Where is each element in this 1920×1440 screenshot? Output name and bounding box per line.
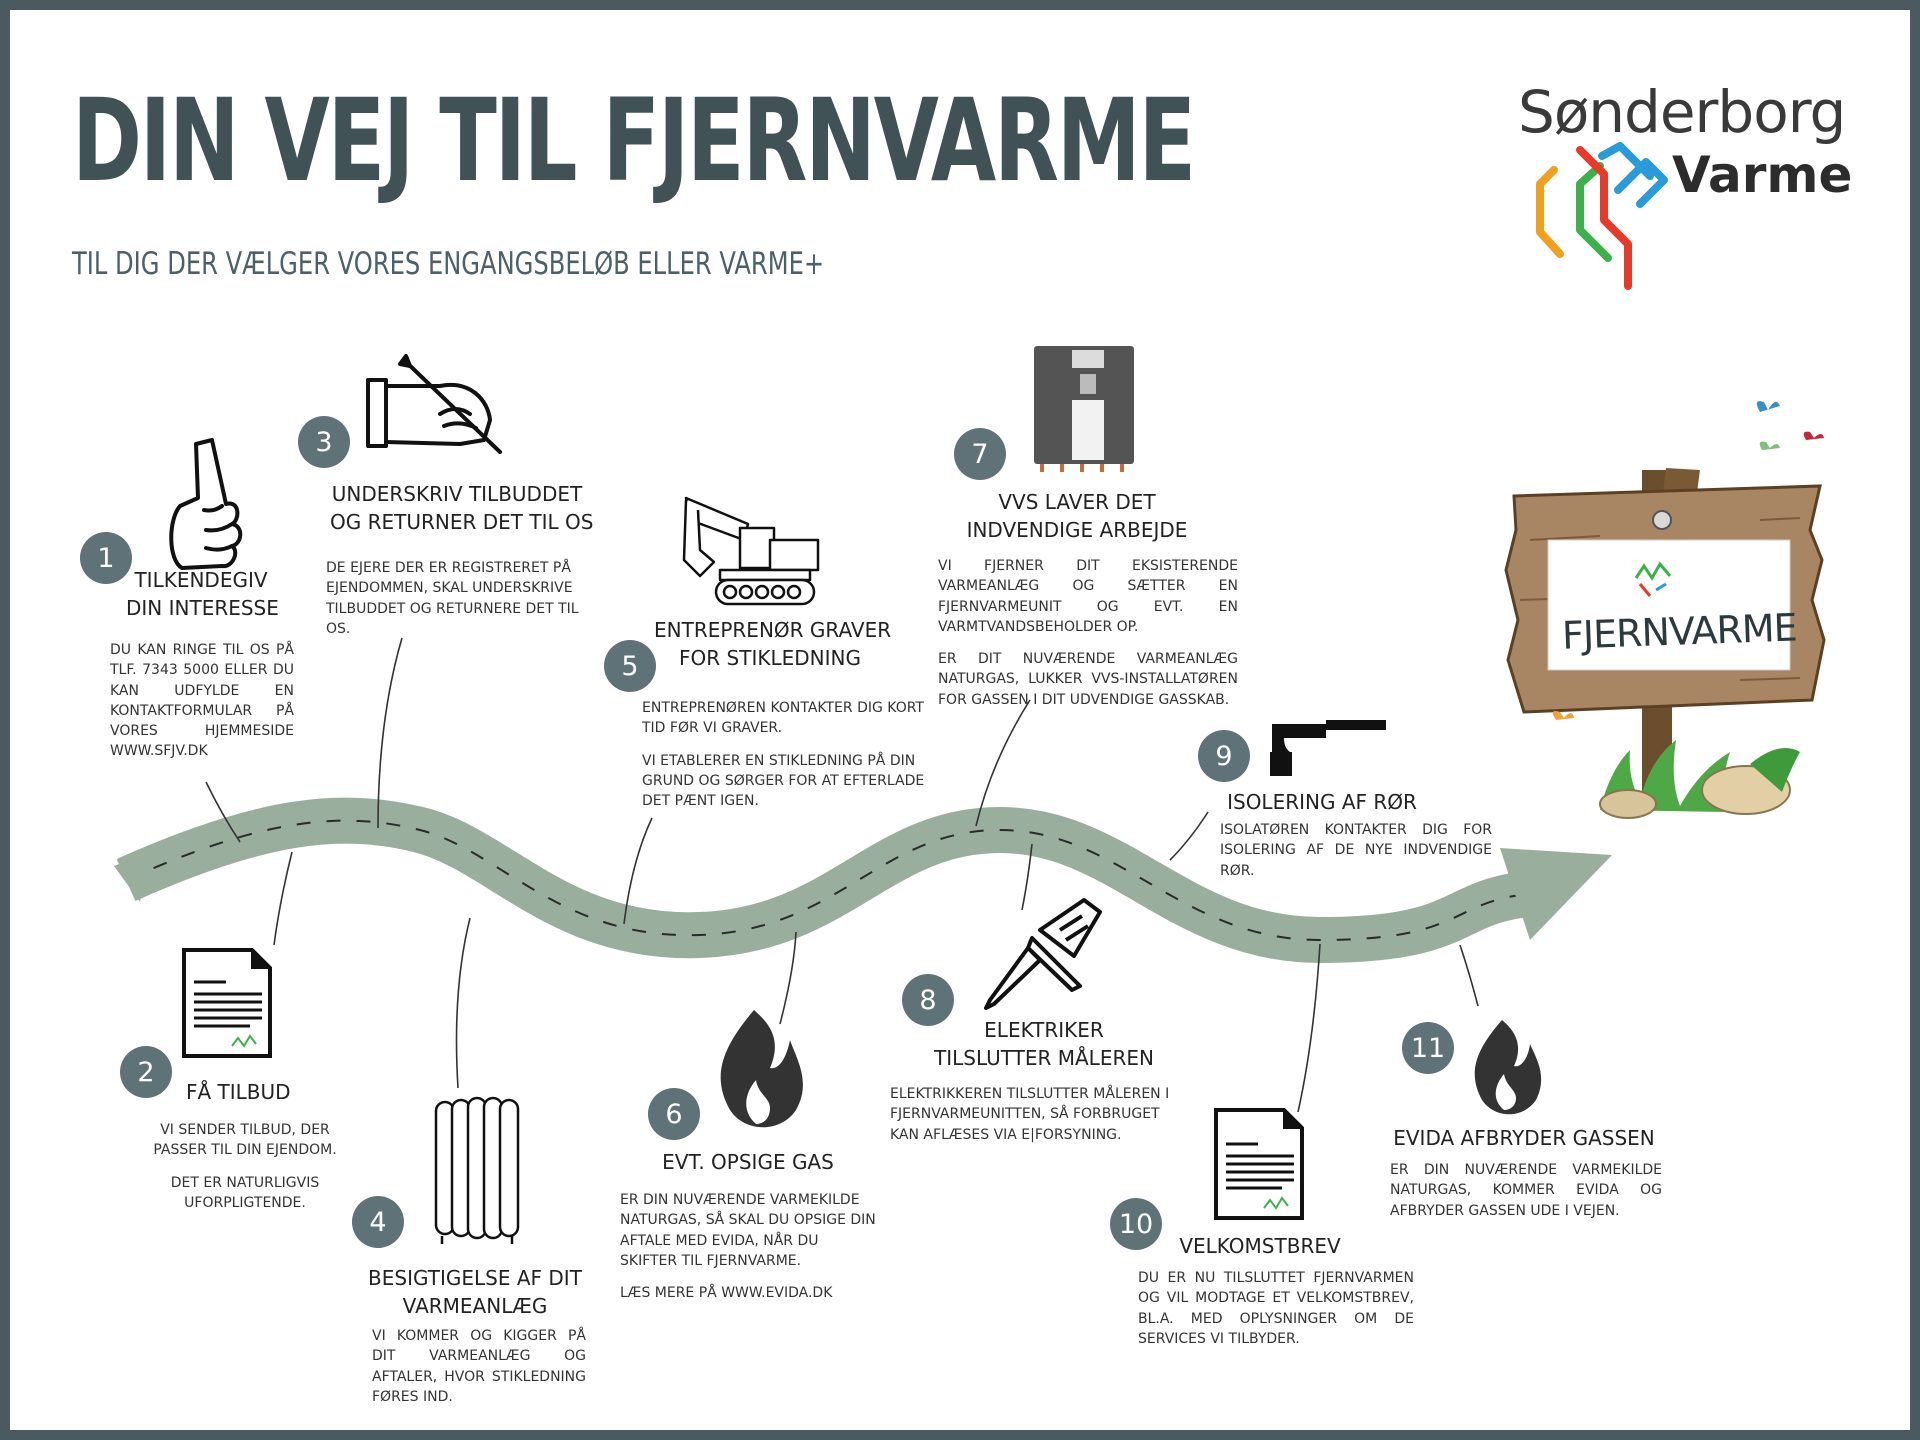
heat-unit-icon — [1034, 346, 1134, 472]
radiator-icon — [434, 1096, 520, 1244]
step-paragraph: LÆS MERE PÅ WWW.EVIDA.DK — [620, 1285, 833, 1302]
step-number-9: 9 — [1198, 730, 1250, 782]
page-subtitle: TIL DIG DER VÆLGER VORES ENGANGSBELØB EL… — [72, 246, 825, 282]
document-icon — [182, 948, 272, 1058]
connector-lines — [205, 637, 1479, 1113]
step-heading-line: FÅ TILBUD — [186, 1080, 291, 1104]
step-number-2: 2 — [120, 1046, 172, 1098]
step-number-10: 10 — [1110, 1198, 1162, 1250]
excavator-icon — [682, 496, 820, 606]
step-heading-line: VVS LAVER DET — [998, 490, 1156, 514]
step-description-11: ER DIN NUVÆRENDE VARMEKILDE NATURGAS, KO… — [1390, 1160, 1662, 1233]
step-heading-6: EVT. OPSIGE GAS — [660, 1148, 836, 1176]
step-description-10: DU ER NU TILSLUTTET FJERNVARMEN OG VIL M… — [1138, 1268, 1414, 1361]
flame-icon — [1474, 1020, 1542, 1115]
step-paragraph: ELEKTRIKKEREN TILSLUTTER MÅLEREN I FJERN… — [890, 1086, 1170, 1143]
step-paragraph: ISOLATØREN KONTAKTER DIG FOR ISOLERING A… — [1220, 822, 1492, 879]
step-heading-1: TILKENDEGIV DIN INTERESSE — [126, 566, 279, 622]
logo-text-sonderborg: Sønderborg — [1518, 78, 1846, 146]
step-paragraph: DET ER NATURLIGVIS UFORPLIGTENDE. — [170, 1174, 320, 1211]
step-paragraph: VI SENDER TILBUD, DER PASSER TIL DIN EJE… — [153, 1122, 337, 1159]
pipe-icon — [1270, 720, 1386, 776]
step-heading-2: FÅ TILBUD — [186, 1078, 291, 1106]
step-description-1: DU KAN RINGE TIL OS PÅ TLF. 7343 5000 EL… — [110, 640, 294, 774]
step-heading-line: VELKOMSTBREV — [1179, 1234, 1341, 1258]
step-number-1: 1 — [80, 532, 132, 584]
step-heading-line: ELEKTRIKER — [984, 1018, 1104, 1042]
flame-icon — [720, 1010, 803, 1128]
step-heading-8: ELEKTRIKER TILSLUTTER MÅLEREN — [932, 1016, 1156, 1072]
sign-text: FJERNVARME — [1561, 605, 1798, 658]
screwdriver-icon — [984, 898, 1102, 1010]
step-description-3: DE EJERE DER ER REGISTRERET PÅ EJENDOMME… — [326, 558, 588, 651]
step-paragraph: VI KOMMER OG KIGGER PÅ DIT VARMEANLÆG OG… — [372, 1328, 586, 1405]
step-number-11: 11 — [1402, 1022, 1454, 1074]
step-heading-4: BESIGTIGELSE AF DIT VARMEANLÆG — [360, 1264, 590, 1320]
sonderborg-varme-logo-mark — [1536, 142, 1668, 290]
step-description-8: ELEKTRIKKEREN TILSLUTTER MÅLEREN I FJERN… — [890, 1084, 1190, 1157]
step-heading-line: DIN INTERESSE — [126, 596, 279, 620]
wooden-sign — [1504, 401, 1826, 819]
step-heading-line: EVIDA AFBRYDER GASSEN — [1393, 1126, 1655, 1150]
step-heading-line: TILKENDEGIV — [134, 568, 268, 592]
step-description-6: ER DIN NUVÆRENDE VARMEKILDE NATURGAS, SÅ… — [620, 1190, 876, 1315]
step-heading-7: VVS LAVER DET INDVENDIGE ARBEJDE — [962, 488, 1192, 544]
pointing-hand-icon — [169, 438, 243, 570]
step-heading-3: UNDERSKRIV TILBUDDET OG RETURNER DET TIL… — [330, 480, 594, 536]
step-paragraph: ER DIN NUVÆRENDE VARMEKILDE NATURGAS, KO… — [1390, 1162, 1662, 1219]
step-paragraph: ENTREPRENØREN KONTAKTER DIG KORT TID FØR… — [642, 700, 924, 737]
step-number-7: 7 — [954, 428, 1006, 480]
document-icon — [1214, 1108, 1304, 1220]
step-paragraph: DU ER NU TILSLUTTET FJERNVARMEN OG VIL M… — [1138, 1270, 1414, 1347]
step-heading-11: EVIDA AFBRYDER GASSEN — [1392, 1124, 1656, 1152]
step-heading-line: ISOLERING AF RØR — [1227, 790, 1417, 814]
step-heading-line: VARMEANLÆG — [402, 1294, 548, 1318]
step-description-7: VI FJERNER DIT EKSISTERENDE VARMEANLÆG O… — [938, 556, 1238, 722]
step-heading-line: OG RETURNER DET TIL OS — [330, 510, 594, 534]
step-heading-5: ENTREPRENØR GRAVER FOR STIKLEDNING — [654, 616, 892, 672]
step-paragraph: ER DIT NUVÆRENDE VARMEANLÆG NATURGAS, LU… — [938, 651, 1238, 708]
step-number-6: 6 — [648, 1088, 700, 1140]
step-description-4: VI KOMMER OG KIGGER PÅ DIT VARMEANLÆG OG… — [372, 1326, 586, 1419]
step-paragraph: VI ETABLERER EN STIKLEDNING PÅ DIN GRUND… — [642, 752, 925, 810]
page-title: DIN VEJ TIL FJERNVARME — [72, 74, 1196, 207]
step-number-3: 3 — [298, 416, 350, 468]
step-heading-line: FOR STIKLEDNING — [679, 646, 861, 670]
step-description-2: VI SENDER TILBUD, DER PASSER TIL DIN EJE… — [140, 1120, 350, 1225]
step-heading-10: VELKOMSTBREV — [1178, 1232, 1342, 1260]
step-paragraph: VI FJERNER DIT EKSISTERENDE VARMEANLÆG O… — [938, 558, 1238, 635]
road — [114, 797, 1612, 964]
step-paragraph: ER DIN NUVÆRENDE VARMEKILDE NATURGAS, SÅ… — [620, 1192, 876, 1269]
step-description-9: ISOLATØREN KONTAKTER DIG FOR ISOLERING A… — [1220, 820, 1492, 893]
step-heading-9: ISOLERING AF RØR — [1222, 788, 1422, 816]
step-number-8: 8 — [902, 974, 954, 1026]
step-number-4: 4 — [352, 1196, 404, 1248]
step-paragraph: DE EJERE DER ER REGISTRERET PÅ EJENDOMME… — [326, 560, 579, 637]
step-paragraph: DU KAN RINGE TIL OS PÅ TLF. 7343 5000 EL… — [110, 642, 294, 760]
step-description-5: ENTREPRENØREN KONTAKTER DIG KORT TID FØR… — [642, 698, 932, 823]
step-heading-line: ENTREPRENØR GRAVER — [654, 618, 892, 642]
step-heading-line: BESIGTIGELSE AF DIT — [368, 1266, 582, 1290]
signing-hand-icon — [366, 354, 502, 454]
step-heading-line: EVT. OPSIGE GAS — [662, 1150, 834, 1174]
step-heading-line: INDVENDIGE ARBEJDE — [966, 518, 1188, 542]
step-number-5: 5 — [604, 640, 656, 692]
step-heading-line: TILSLUTTER MÅLEREN — [934, 1046, 1154, 1070]
logo-text-varme: Varme — [1672, 146, 1853, 204]
step-heading-line: UNDERSKRIV TILBUDDET — [331, 482, 583, 506]
